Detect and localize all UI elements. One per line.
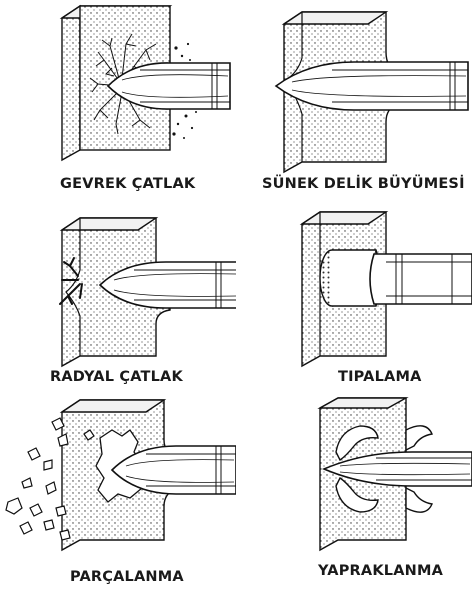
brittle-fracture-drawing [0,0,236,200]
label-radial-cracking: RADYAL ÇATLAK [50,369,183,385]
ductile-hole-growth-drawing [236,0,472,200]
petaling-drawing [236,390,472,560]
plugging-drawing [236,200,472,380]
panel-petaling [236,390,472,560]
plate-top-face [284,12,386,24]
plate-side-face [62,6,80,160]
fragmentation-drawing [0,390,236,560]
plate-top-face [62,218,156,230]
panel-radial-cracking [0,200,236,380]
label-fragmentation: PARÇALANMA [70,569,184,585]
panel-fragmentation [0,390,236,560]
panel-plugging [236,200,472,380]
label-ductile-hole-growth: SÜNEK DELİK BÜYÜMESİ [262,176,465,192]
panel-ductile-hole-growth [236,0,472,200]
label-plugging: TIPALAMA [338,369,422,385]
panel-brittle-fracture [0,0,236,200]
projectile [370,254,472,304]
plate-top-face [62,400,164,412]
label-petaling: YAPRAKLANMA [318,563,443,579]
label-brittle-fracture: GEVREK ÇATLAK [60,176,195,192]
radial-cracking-drawing [0,200,236,380]
